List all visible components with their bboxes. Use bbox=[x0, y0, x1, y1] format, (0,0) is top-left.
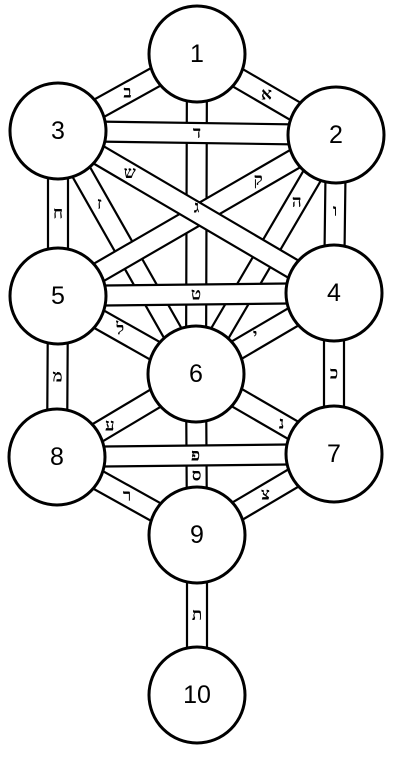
node-9 bbox=[147, 485, 247, 585]
node-label-8: 8 bbox=[50, 443, 64, 471]
node-8 bbox=[7, 407, 107, 507]
path-letter-7-8: פ bbox=[191, 446, 200, 466]
node-label-3: 3 bbox=[51, 117, 65, 145]
path-letter-5-8: מ bbox=[52, 367, 62, 387]
node-6 bbox=[146, 324, 246, 424]
node-label-2: 2 bbox=[329, 121, 343, 149]
path-letter-5-6: ל bbox=[115, 319, 124, 339]
path-letter-2-5: ק bbox=[254, 170, 263, 190]
path-letter-7-9: צ bbox=[261, 485, 270, 505]
node-label-7: 7 bbox=[327, 440, 341, 468]
node-7 bbox=[284, 404, 384, 504]
path-letter-2-3: ד bbox=[193, 123, 201, 143]
path-letter-1-3: ב bbox=[123, 83, 131, 103]
node-label-6: 6 bbox=[189, 360, 203, 388]
node-10 bbox=[147, 645, 247, 745]
path-letter-1-6: ג bbox=[194, 198, 200, 218]
path-letter-6-7: נ bbox=[279, 414, 285, 434]
node-label-4: 4 bbox=[327, 279, 341, 307]
path-letter-3-6: ז bbox=[97, 194, 102, 214]
path-letter-3-4: ש bbox=[124, 163, 136, 183]
path-letter-9-10: ת bbox=[192, 605, 202, 625]
path-letter-8-9: ר bbox=[123, 486, 131, 506]
node-label-1: 1 bbox=[190, 40, 204, 68]
path-letter-4-7: כ bbox=[330, 364, 338, 384]
nodes-layer: 1 2 3 4 5 6 7 8 9 10 bbox=[7, 4, 386, 745]
path-letter-1-2: א bbox=[261, 85, 272, 105]
path-letter-3-5: ח bbox=[53, 204, 63, 224]
node-label-5: 5 bbox=[51, 282, 65, 310]
path-letter-4-6: י bbox=[253, 326, 257, 346]
node-5 bbox=[8, 246, 108, 346]
node-1 bbox=[147, 4, 247, 104]
path-letter-2-4: ו bbox=[333, 201, 337, 221]
node-label-9: 9 bbox=[190, 521, 204, 549]
path-letter-6-8: ע bbox=[105, 415, 115, 435]
path-letter-6-9: ס bbox=[192, 465, 202, 485]
node-3 bbox=[8, 81, 108, 181]
letters-layer: א ב ג ד ה ו ז ח ט י כ ל מ נ ס ע פ צ ק ר ש ת bbox=[52, 83, 338, 626]
node-label-10: 10 bbox=[183, 681, 211, 709]
path-letter-2-6: ה bbox=[292, 192, 302, 212]
node-4 bbox=[284, 243, 384, 343]
path-letter-4-5: ט bbox=[191, 285, 201, 305]
node-2 bbox=[286, 85, 386, 185]
